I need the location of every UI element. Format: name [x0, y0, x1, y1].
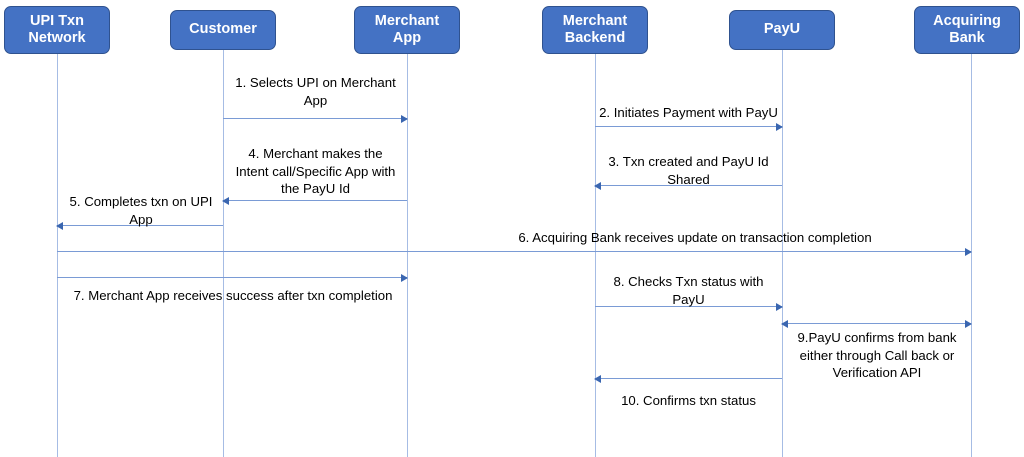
message-line-10: [595, 378, 782, 379]
actor-box-upi-txn-network[interactable]: UPI Txn Network: [4, 6, 110, 54]
lifeline-upi-txn-network: [57, 54, 58, 457]
actor-label-merchant-app: Merchant App: [374, 12, 440, 46]
arrowhead-left-5: [56, 221, 63, 230]
lifeline-payu: [782, 50, 783, 457]
actor-label-customer: Customer: [189, 21, 257, 38]
lifeline-customer: [223, 50, 224, 457]
message-label-1: 1. Selects UPI on Merchant App: [235, 75, 396, 108]
arrowhead-right-9: [965, 319, 972, 328]
actor-box-acquiring-bank[interactable]: Acquiring Bank: [914, 6, 1020, 54]
arrowhead-left-9: [781, 319, 788, 328]
arrowhead-right-2: [776, 122, 783, 131]
actor-box-payu[interactable]: PayU: [729, 10, 835, 50]
actor-box-customer[interactable]: Customer: [170, 10, 276, 50]
message-line-3: [595, 185, 782, 186]
arrowhead-right-7: [401, 273, 408, 282]
arrowhead-left-10: [594, 374, 601, 383]
actor-box-merchant-backend[interactable]: Merchant Backend: [542, 6, 648, 54]
lifeline-acquiring-bank: [971, 54, 972, 457]
message-line-2: [595, 126, 782, 127]
arrowhead-right-1: [401, 114, 408, 123]
message-line-4: [223, 200, 407, 201]
arrowhead-right-8: [776, 302, 783, 311]
message-label-10: 10. Confirms txn status: [621, 393, 756, 408]
actor-label-acquiring-bank: Acquiring Bank: [933, 12, 1001, 46]
message-label-4: 4. Merchant makes the Intent call/Specif…: [235, 146, 396, 197]
arrowhead-right-6: [965, 247, 972, 256]
message-label-9: 9.PayU confirms from bank either through…: [797, 330, 957, 381]
arrowhead-left-4: [222, 196, 229, 205]
lifeline-merchant-app: [407, 54, 408, 457]
message-line-8: [595, 306, 782, 307]
message-line-1: [223, 118, 407, 119]
message-label-2: 2. Initiates Payment with PayU: [599, 105, 778, 120]
message-line-7: [57, 277, 407, 278]
message-label-8: 8. Checks Txn status with PayU: [613, 274, 764, 307]
message-label-7: 7. Merchant App receives success after t…: [73, 288, 393, 303]
actor-box-merchant-app[interactable]: Merchant App: [354, 6, 460, 54]
actor-label-merchant-backend: Merchant Backend: [562, 12, 628, 46]
message-label-6: 6. Acquiring Bank receives update on tra…: [518, 230, 872, 245]
message-line-6: [57, 251, 971, 252]
message-line-9: [782, 323, 971, 324]
arrowhead-left-3: [594, 181, 601, 190]
message-label-5: 5. Completes txn on UPI App: [69, 194, 213, 227]
message-line-5: [57, 225, 223, 226]
actor-label-payu: PayU: [763, 21, 801, 38]
message-label-3: 3. Txn created and PayU Id Shared: [608, 154, 769, 187]
lifeline-merchant-backend: [595, 54, 596, 457]
actor-label-upi-txn-network: UPI Txn Network: [28, 12, 86, 46]
